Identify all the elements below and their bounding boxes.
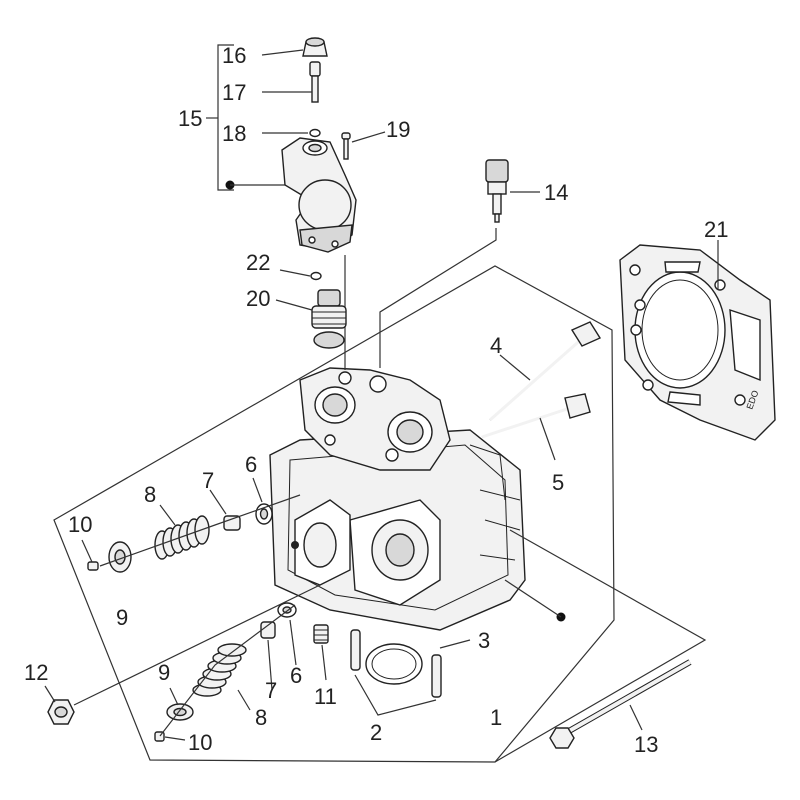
leader-line [351,131,386,143]
callout-22: 22 [246,250,270,275]
leader-line [169,687,179,706]
callout-11: 11 [314,684,337,709]
leader-line [267,639,273,691]
leader-line [439,639,471,649]
callout-10-upper: 10 [68,512,92,537]
callout-18: 18 [222,121,246,146]
thermostat-cap [302,37,328,57]
leader-line [261,49,304,56]
callout-6-upper: 6 [245,452,257,477]
leader-line [209,489,227,515]
thermostat-o-ring [310,271,322,281]
leader-line [99,494,301,567]
upper-valve-train [87,503,273,573]
leader-line [279,269,311,277]
leader-line [164,736,186,741]
leader-line [81,539,93,563]
dowel-pins [350,629,442,698]
callout-8-upper: 8 [144,482,156,507]
thermostat-housing [281,137,357,253]
bleed-screw [309,61,321,103]
leader-line [237,689,251,711]
thermostat-screw [341,132,351,160]
head-dowel-hole [291,541,299,549]
leader-line [494,529,707,763]
thermostat-valve [311,289,347,349]
leader-line [504,579,562,618]
o-ring [365,643,423,685]
flange-nut [47,699,75,725]
leader-line [289,619,297,666]
leader-line [275,299,313,311]
callout-19: 19 [386,117,410,142]
callout-15: 15 [178,106,202,131]
leader-line [539,417,556,461]
leader-line [159,504,176,526]
callout-4: 4 [490,333,502,358]
callout-13: 13 [634,732,658,757]
leader-line [73,584,321,706]
callout-21: 21 [704,217,728,242]
leader-line [354,674,437,716]
callout-2: 2 [370,720,382,745]
leader-line [159,604,296,737]
leader-line [629,704,643,731]
leader-line [44,685,56,703]
callout-labels: 1 2 3 4 5 6 6 7 7 8 8 9 9 10 10 11 12 13… [24,43,728,757]
callout-16: 16 [222,43,246,68]
exhaust-valve [481,393,591,439]
bleed-washer [309,128,321,138]
callout-7-lower: 7 [265,678,277,703]
callout-14: 14 [544,180,568,205]
callout-7-upper: 7 [202,468,214,493]
leader-line [321,644,327,681]
cylinder-head [269,367,526,631]
long-stud-bolt [549,659,692,749]
callout-5: 5 [552,470,564,495]
temperature-sensor [485,159,509,223]
callout-12: 12 [24,660,48,685]
leader-line [499,354,531,381]
callout-17: 17 [222,80,246,105]
callout-10-lower: 10 [188,730,212,755]
callout-8-lower: 8 [255,705,267,730]
leader-line [379,228,497,368]
intake-valve [489,321,602,422]
callout-1: 1 [490,705,502,730]
callout-9-lower: 9 [158,660,170,685]
callout-6-lower: 6 [290,663,302,688]
head-gasket: EDO [619,244,776,441]
callout-20: 20 [246,286,270,311]
callout-9-upper: 9 [116,605,128,630]
callout-3: 3 [478,628,490,653]
leader-line [252,477,263,503]
